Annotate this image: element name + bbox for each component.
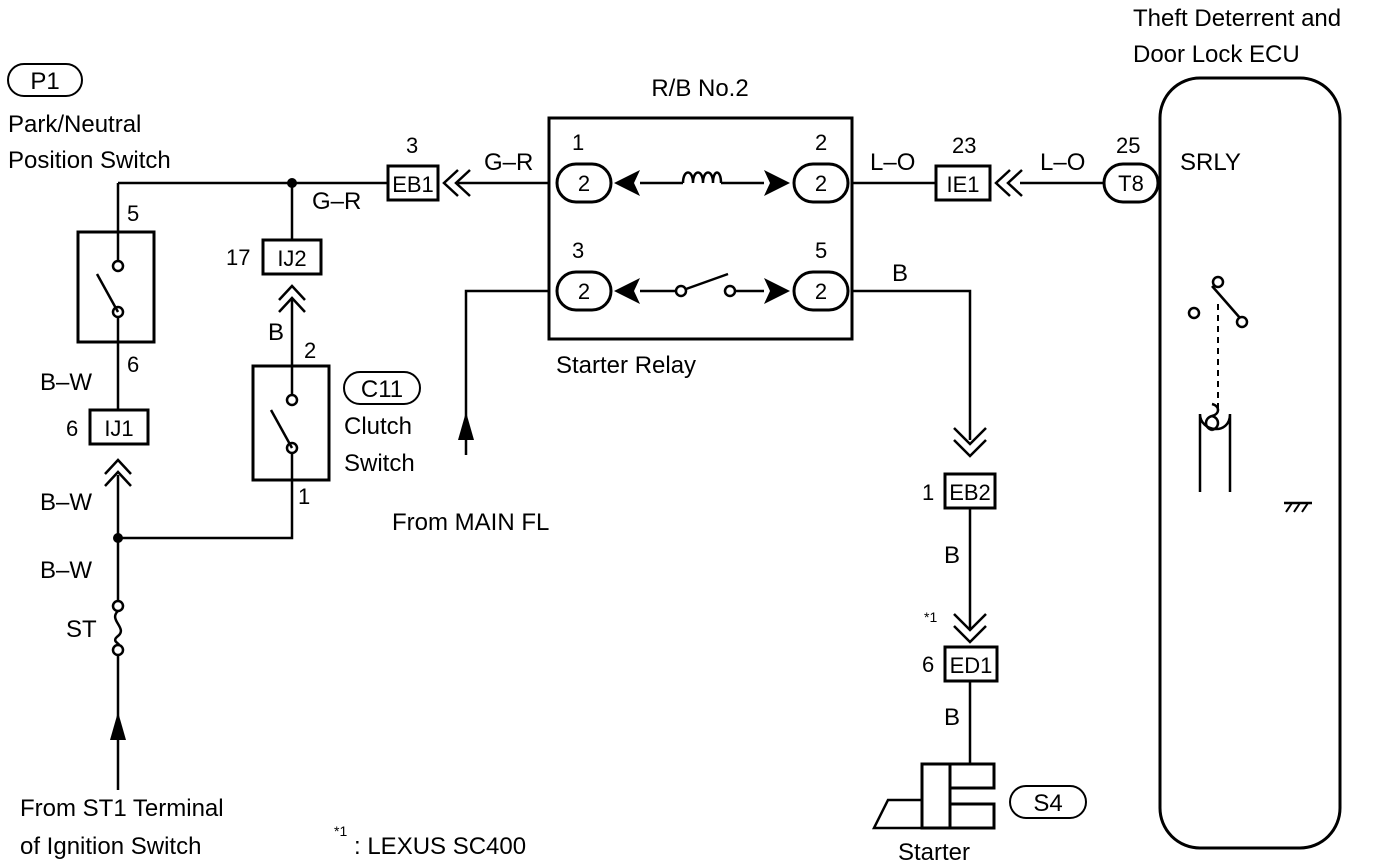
wire-l-o-label-1: L–O	[870, 149, 915, 176]
connector-ij1: IJ1	[88, 408, 150, 487]
from-ign-line1: From ST1 Terminal	[20, 795, 224, 822]
ie1-label: IE1	[946, 172, 979, 197]
junction-dot-bottom	[113, 533, 123, 543]
wire-l-o-label-2: L–O	[1040, 149, 1085, 176]
s4-tag: S4	[1009, 785, 1087, 819]
wire-b-label-3: B	[944, 704, 960, 731]
s4-tag-label: S4	[1033, 790, 1062, 817]
connector-ij2: IJ2	[261, 238, 323, 313]
junction-dot-top	[287, 178, 297, 188]
from-ign-line2: of Ignition Switch	[20, 833, 201, 860]
footnote-text: : LEXUS SC400	[354, 833, 526, 860]
eb1-label: EB1	[392, 172, 434, 197]
connector-ed1: ED1	[943, 613, 999, 683]
t8-label: T8	[1118, 171, 1144, 196]
p1-tag: P1	[7, 63, 83, 97]
p1-name-line1: Park/Neutral	[8, 111, 141, 138]
ij1-label: IJ1	[104, 416, 133, 441]
wire-g-r-label-1: G–R	[312, 188, 361, 215]
ie1-pin: 23	[952, 133, 976, 158]
footnote-ref: *1	[334, 823, 347, 839]
ij2-label: IJ2	[277, 246, 306, 271]
ecu-name-line1: Theft Deterrent and	[1133, 5, 1341, 32]
relay-terminal-2: 2	[815, 171, 827, 196]
clutch-pin-bottom: 1	[298, 484, 310, 509]
wire-bw-label-1: B–W	[40, 369, 92, 396]
p1-pin-top: 5	[127, 201, 139, 226]
c11-tag: C11	[343, 371, 421, 405]
clutch-switch	[251, 364, 331, 482]
wire-b-label-1: B	[892, 260, 908, 287]
connector-ie1: IE1	[934, 164, 1023, 202]
relay-pin-1: 1	[572, 130, 584, 155]
relay-pin-5: 5	[815, 238, 827, 263]
wire-b-label-2: B	[944, 542, 960, 569]
p1-name-line2: Position Switch	[8, 147, 171, 174]
t8-pin: 25	[1116, 133, 1140, 158]
ed1-label: ED1	[950, 653, 993, 678]
ecu-box	[1158, 76, 1342, 850]
ed1-pin: 6	[922, 652, 934, 677]
p1-pin-bottom: 6	[127, 352, 139, 377]
fuse-st	[111, 599, 125, 657]
eb1-pin: 3	[406, 133, 418, 158]
connector-eb2: EB2	[943, 427, 997, 510]
ecu-name-line2: Door Lock ECU	[1133, 41, 1300, 68]
ed1-note-ref: *1	[924, 609, 937, 625]
relay-caption: Starter Relay	[556, 352, 696, 379]
clutch-name-line1: Clutch	[344, 413, 412, 440]
ecu-signal-label: SRLY	[1180, 149, 1241, 176]
relay-block: 2 2 2 2	[547, 116, 854, 341]
clutch-pin-top: 2	[304, 338, 316, 363]
relay-terminal-1: 2	[578, 171, 590, 196]
relay-terminal-5: 2	[815, 279, 827, 304]
connector-t8: T8	[1102, 162, 1160, 204]
clutch-name-line2: Switch	[344, 450, 415, 477]
ij2-pin: 17	[226, 245, 250, 270]
from-main-label: From MAIN FL	[392, 509, 549, 536]
starter-motor	[871, 762, 996, 830]
relay-pin-3: 3	[572, 238, 584, 263]
ij1-pin: 6	[66, 416, 78, 441]
c11-tag-label: C11	[361, 376, 403, 403]
p1-tag-label: P1	[30, 68, 59, 95]
park-neutral-switch	[76, 230, 156, 344]
wire-bw-label-3: B–W	[40, 557, 92, 584]
connector-eb1: EB1	[386, 164, 471, 202]
arrow-from-main	[458, 412, 474, 440]
wire-g-r-label-2: G–R	[484, 149, 533, 176]
eb2-label: EB2	[949, 480, 991, 505]
relay-terminal-3: 2	[578, 279, 590, 304]
wire-b-label-clutch: B	[268, 319, 284, 346]
relay-pin-2: 2	[815, 130, 827, 155]
eb2-pin: 1	[922, 480, 934, 505]
relay-block-title: R/B No.2	[651, 75, 748, 102]
wire-bw-label-2: B–W	[40, 489, 92, 516]
fuse-label: ST	[66, 616, 97, 643]
starter-caption: Starter	[898, 839, 970, 866]
arrow-from-ignition	[110, 712, 126, 740]
